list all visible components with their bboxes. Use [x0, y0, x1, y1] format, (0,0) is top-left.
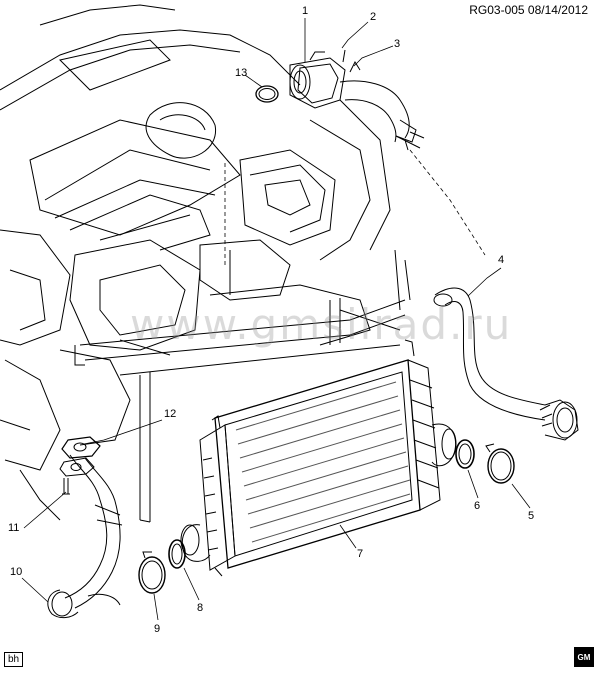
- callout-2: 2: [370, 11, 377, 23]
- intercooler: [180, 339, 457, 577]
- callout-13: 13: [235, 67, 248, 79]
- callout-4: 4: [498, 254, 505, 266]
- charge-air-hose: [433, 287, 579, 441]
- engine-compartment: [0, 4, 391, 521]
- reference-code: RG03-005 08/14/2012: [469, 3, 588, 17]
- callout-9: 9: [154, 623, 161, 635]
- leader-lines: [21, 18, 531, 621]
- callout-7: 7: [357, 548, 364, 560]
- callout-5: 5: [528, 510, 535, 522]
- callout-3: 3: [394, 38, 401, 50]
- callout-8: 8: [197, 602, 204, 614]
- callout-11: 11: [8, 522, 20, 534]
- radiator-support: [74, 249, 411, 523]
- callout-12: 12: [164, 408, 177, 420]
- callout-6: 6: [474, 500, 481, 512]
- corner-tag: bh: [4, 652, 24, 667]
- upper-air-hose: [339, 49, 425, 151]
- lower-air-pipe: [47, 436, 123, 619]
- throttle-inlet-duct: [255, 51, 346, 109]
- clamp-and-seal-left: [138, 539, 186, 594]
- callout-10: 10: [10, 566, 23, 578]
- clamp-and-seal-right: [455, 439, 515, 484]
- gm-logo: GM: [574, 647, 594, 667]
- callout-1: 1: [302, 5, 309, 17]
